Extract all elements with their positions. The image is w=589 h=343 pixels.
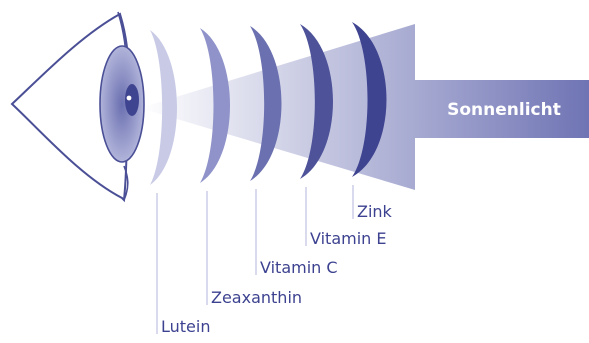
layer-label: Zeaxanthin: [211, 288, 302, 307]
eye-icon: [12, 12, 144, 200]
layer-label: Vitamin E: [310, 229, 386, 248]
layer-label: Zink: [357, 202, 393, 221]
sunlight-label: Sonnenlicht: [447, 100, 561, 120]
pupil-highlight: [127, 96, 132, 101]
pupil: [125, 84, 139, 116]
layer-label: Vitamin C: [260, 258, 338, 277]
layer-label: Lutein: [161, 317, 210, 336]
